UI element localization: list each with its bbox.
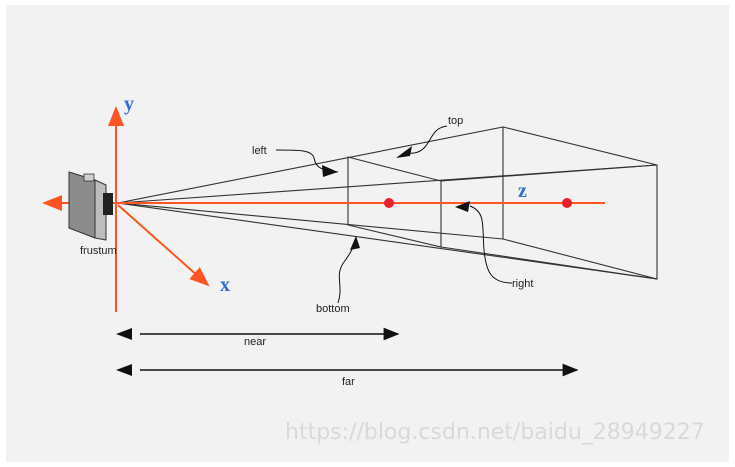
x-axis [117,204,210,287]
edge-bottom-left [117,202,504,240]
right-leader [469,205,513,284]
edge-near-far-2 [440,246,658,280]
frustum-wireframe [117,126,658,280]
x-axis-label: x [220,274,230,296]
bottom-label: bottom [316,303,350,315]
callouts [275,125,513,304]
z-axis-label: z [518,180,527,202]
y-axis-label: y [124,93,134,115]
edge-bottom-right [117,202,658,280]
camera-icon [68,171,113,241]
camera-label: frustum [80,245,117,257]
far-point [562,198,572,208]
watermark: https://blog.csdn.net/baidu_28949227 [285,420,705,445]
far-label: far [342,376,355,388]
bottom-leader [337,241,356,304]
right-label: right [512,278,533,290]
top-label: top [448,115,463,127]
edge-top-left [117,126,504,204]
edge-near-far-1 [440,164,658,182]
axes [42,106,605,312]
left-label: left [252,145,267,157]
near-label: near [244,336,266,348]
near-point [384,198,394,208]
diagram-panel [6,5,729,462]
